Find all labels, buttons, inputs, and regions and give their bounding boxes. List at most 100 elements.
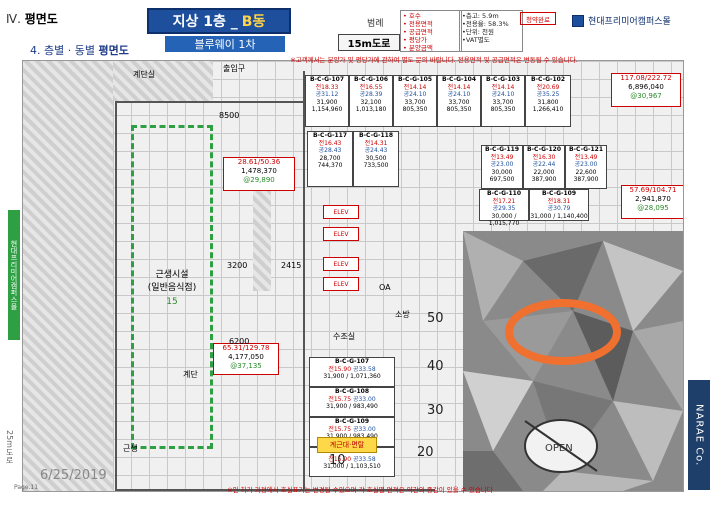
floor-badge-main: 지상 1층 _: [172, 14, 238, 30]
callout-area: 117.08/222.72: [620, 74, 672, 82]
wall: [115, 101, 305, 103]
unit-cell[interactable]: B-C-G-102 전20.69 공35.25 31,800 1,266,410: [525, 75, 571, 127]
unit-price-per-py: 28,700: [319, 154, 341, 162]
unit-price: 31,900 / 983,490: [326, 403, 378, 410]
callout-area: 28.61/50.36: [237, 158, 281, 166]
legend-item: •단위: 천원: [462, 28, 495, 36]
unit-cell[interactable]: B-C-G-107 전18.33 공31.12 31,900 1,154,960: [305, 75, 349, 127]
callout-price: 4,177,050: [228, 353, 264, 361]
elevator-label: ELEV: [323, 227, 359, 241]
unit-exclusive-area: 전15.90: [328, 365, 352, 373]
unit-supply-area: 공24.10: [447, 91, 471, 98]
stair-room-label: 계단실: [133, 70, 156, 79]
hatched-area: [23, 61, 113, 491]
floor-badge: 지상 1층 _ B동: [147, 8, 291, 34]
unit-cell[interactable]: B-C-G-120 전16.30 공22.44 22,000 387,900: [523, 145, 565, 189]
legend-item: •전용율: 58.3%: [462, 20, 509, 28]
callout-price: 2,941,870: [635, 195, 671, 203]
unit-exclusive-area: 전13.49: [574, 153, 598, 161]
unit-id: B-C-G-102: [530, 76, 566, 83]
unit-cell[interactable]: B-C-G-117 전16.43 공28.43 28,700 744,370: [307, 131, 353, 187]
restroom-label: 소방: [395, 310, 410, 319]
unit-supply-area: 공35.25: [536, 91, 560, 98]
svg-text:OPEN: OPEN: [545, 443, 573, 454]
unit-exclusive-area: 전14.14: [447, 83, 471, 91]
unit-price: 1,266,410: [532, 106, 564, 113]
brand-logo-icon: [572, 14, 584, 27]
wall: [115, 101, 117, 491]
unit-exclusive-area: 전18.31: [547, 197, 571, 205]
unit-price-per-py: 32,100: [360, 98, 382, 106]
callout-price: 6,896,040: [628, 83, 664, 91]
scale-20: 20: [417, 445, 434, 460]
brand-logo: 현대프리미어캠퍼스몰: [572, 14, 671, 27]
unit-cell[interactable]: B-C-G-104 전14.14 공24.10 33,700 805,350: [437, 75, 481, 127]
scale-40: 40: [427, 359, 444, 374]
unit-cell[interactable]: B-C-G-107 전15.90 공33.58 31,900 / 1,071,3…: [309, 357, 395, 387]
unit-price-per-py: 33,700: [448, 98, 470, 106]
unit-id: B-C-G-119: [484, 146, 520, 153]
unit-cell[interactable]: B-C-G-105 전14.14 공24.10 33,700 805,350: [393, 75, 437, 127]
bottom-left-label: 근생: [123, 444, 138, 453]
unit-cell[interactable]: B-C-G-108 전15.75 공33.00 31,900 / 983,490: [309, 387, 395, 417]
unit-exclusive-area: 전13.49: [490, 153, 514, 161]
unit-supply-area: 공33.58: [352, 455, 376, 463]
unit-cell[interactable]: B-C-G-110 전17.21 공29.35 30,000 / 1,015,7…: [479, 189, 529, 227]
legend-item: • 분양금액: [403, 44, 433, 52]
dimension-6200: 6200: [229, 337, 250, 346]
loading-dock-tag: 계근대·면탈: [317, 437, 377, 453]
unit-supply-area: 공28.43: [318, 147, 342, 154]
unit-supply-area: 공24.43: [364, 147, 388, 154]
unit-exclusive-area: 전14.14: [491, 83, 515, 91]
unit-cell[interactable]: B-C-G-119 전13.49 공23.00 30,000 697,500: [481, 145, 523, 189]
bottom-notice: ※인·허가 과정에서 호실표기는 변경될 수있으며 각 호실별 면적은 약간의 …: [227, 486, 493, 494]
area-callout: 57.69/104.71 2,941,870 @28,095: [621, 185, 683, 219]
sub-title: 4. 층별 · 동별 평면도: [30, 42, 129, 58]
unit-exclusive-area: 전15.75: [328, 425, 352, 433]
unit-exclusive-area: 전16.30: [532, 153, 556, 161]
unit-cell[interactable]: B-C-G-118 전14.31 공24.43 30,500 733,500: [353, 131, 399, 187]
unit-price: 31,000 / 1,103,510: [323, 463, 381, 470]
unit-supply-area: 공24.10: [491, 91, 515, 98]
floor-badge-building: B동: [241, 14, 266, 30]
road-15m-label: 15m도로: [338, 34, 400, 51]
unit-id: B-C-G-107: [334, 358, 370, 365]
elevator-label: ELEV: [323, 277, 359, 291]
unit-cell[interactable]: B-C-G-103 전14.14 공24.10 33,700 805,350: [481, 75, 525, 127]
unit-price: 744,370: [317, 162, 343, 169]
unit-supply-area: 공24.10: [403, 91, 427, 98]
unit-supply-area: 공31.12: [315, 91, 339, 98]
sub-title-bold: 평면도: [98, 44, 129, 57]
unit-price-per-py: 31,900: [316, 98, 338, 106]
unit-exclusive-area: 전15.75: [328, 395, 352, 403]
oa-label: OA: [379, 283, 391, 292]
elevator-label: ELEV: [323, 205, 359, 219]
unit-price: 31,900 / 1,071,360: [323, 373, 381, 380]
date-stamp: 6/25/2019: [40, 468, 107, 483]
callout-area: 65.31/129.78: [222, 344, 270, 352]
unit-id: B-C-G-118: [358, 132, 394, 139]
unit-id: B-C-G-109: [541, 190, 577, 197]
sub-title-prefix: 4. 층별 · 동별: [30, 44, 95, 57]
unit-supply-area: 공33.58: [352, 365, 376, 373]
unit-price: 31,000 / 1,140,400: [530, 212, 588, 220]
unit-id: B-C-G-104: [441, 76, 477, 83]
legend-item: • 호수: [403, 12, 421, 20]
unit-id: B-C-G-120: [526, 146, 562, 153]
unit-exclusive-area: 전16.43: [318, 139, 342, 147]
hatched-area: [113, 61, 213, 101]
unit-price: 387,900: [573, 176, 599, 183]
unit-cell[interactable]: B-C-G-109 전18.31 공30.79 31,000 / 1,140,4…: [529, 189, 589, 221]
water-tank-label: 수조실: [333, 332, 356, 341]
fountain-ring: [505, 299, 621, 365]
right-brand-bar: NARAE Co.: [688, 380, 710, 490]
unit-supply-area: 공22.44: [532, 161, 556, 168]
scale-30: 30: [427, 403, 444, 418]
dimension-8500: 8500: [219, 111, 240, 120]
unit-price-per-py: 30,500: [365, 154, 387, 162]
unit-cell[interactable]: B-C-G-121 전13.49 공23.00 22,600 387,900: [565, 145, 607, 189]
rest-area-number: 15: [166, 297, 178, 307]
callout-area: 57.69/104.71: [629, 186, 677, 194]
unit-supply-area: 공30.79: [547, 205, 571, 212]
unit-cell[interactable]: B-C-G-106 전16.55 공28.39 32,100 1,013,180: [349, 75, 393, 127]
